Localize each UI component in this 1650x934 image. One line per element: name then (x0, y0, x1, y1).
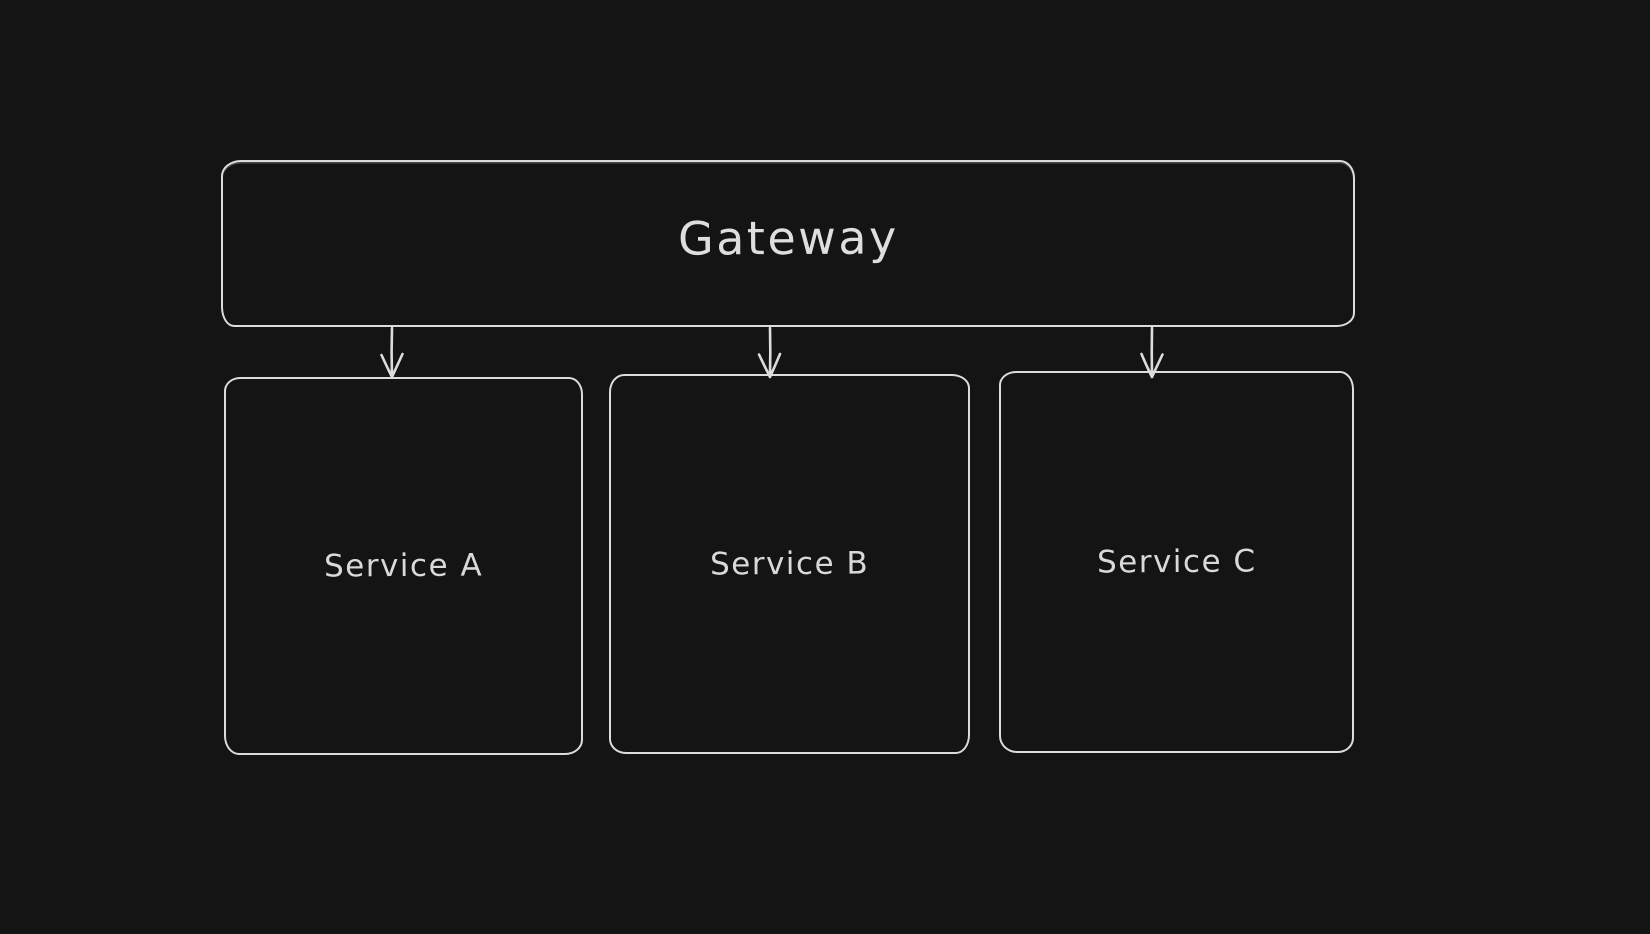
gateway-label: Gateway (677, 209, 899, 266)
service-c-label: Service C (1096, 543, 1257, 581)
gateway-node[interactable]: Gateway (221, 160, 1355, 327)
arrow-down-icon[interactable] (748, 326, 792, 380)
service-a-label: Service A (323, 547, 484, 585)
service-b-node[interactable]: Service B (609, 374, 970, 754)
service-a-node[interactable]: Service A (224, 377, 583, 755)
service-c-node[interactable]: Service C (999, 371, 1354, 753)
arrow-down-icon[interactable] (370, 326, 414, 380)
arrow-head (1140, 352, 1164, 379)
service-b-label: Service B (709, 545, 870, 583)
arrow-head (380, 352, 404, 379)
